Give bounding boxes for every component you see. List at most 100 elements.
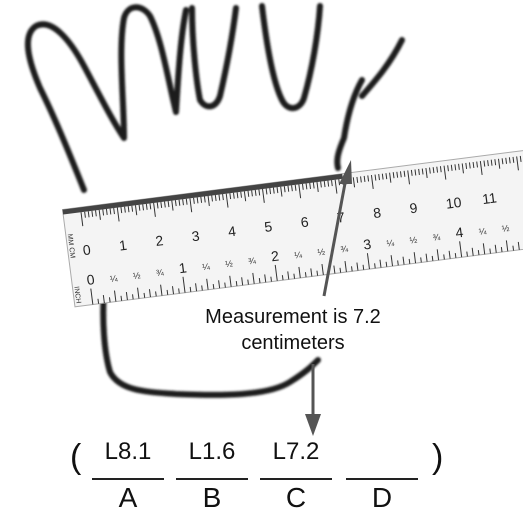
cm-tick <box>164 201 166 208</box>
inch-tick <box>431 255 434 261</box>
cm-tick <box>490 159 493 166</box>
inch-label: 1 <box>178 259 188 276</box>
cm-label: 8 <box>372 204 382 221</box>
inch-label: 2 <box>270 247 280 264</box>
inch-tick <box>304 272 307 278</box>
inch-tick <box>500 247 503 253</box>
cm-tick <box>301 183 304 190</box>
cm-tick <box>98 209 101 220</box>
cm-tick <box>207 195 210 206</box>
inch-tick <box>166 289 169 295</box>
cm-tick <box>236 192 239 199</box>
cm-tick <box>516 156 519 171</box>
inch-tick <box>448 250 451 259</box>
cm-label: 1 <box>118 237 128 254</box>
cm-tick <box>251 190 253 197</box>
inch-tick <box>172 286 175 295</box>
cm-tick <box>327 180 330 187</box>
cm-tick <box>425 167 428 179</box>
inch-label: ½ <box>317 247 326 258</box>
answer-option-c[interactable]: L7.2 C <box>256 438 336 518</box>
cm-label: 0 <box>82 241 92 258</box>
inch-tick <box>366 253 370 270</box>
cm-tick <box>153 202 156 217</box>
cm-tick <box>472 161 475 169</box>
cm-tick <box>280 186 283 197</box>
inch-tick <box>466 251 468 257</box>
inch-tick <box>137 287 140 299</box>
inch-tick <box>344 261 347 273</box>
inch-label: ¾ <box>340 244 349 255</box>
inch-tick <box>454 252 457 259</box>
inch-tick <box>132 294 134 300</box>
inch-tick <box>362 264 365 270</box>
inch-label: 0 <box>86 271 96 288</box>
answer-letter: A <box>118 482 138 513</box>
cm-tick <box>272 187 275 194</box>
cm-label: 3 <box>191 227 201 244</box>
open-paren: ( <box>70 438 82 476</box>
cm-tick <box>189 198 193 213</box>
cm-tick <box>291 185 293 192</box>
inch-tick <box>425 253 428 262</box>
cm-tick <box>447 165 449 172</box>
cm-label: 9 <box>409 200 419 217</box>
answer-value: L8.1 <box>104 438 152 465</box>
cm-tick <box>403 170 406 177</box>
cm-tick <box>454 164 457 171</box>
cm-tick <box>214 194 217 202</box>
inch-tick <box>489 248 491 254</box>
cm-tick <box>80 212 84 227</box>
cm-tick <box>138 204 141 211</box>
inch-tick <box>287 271 290 280</box>
inch-tick <box>436 249 440 261</box>
inch-label: ¾ <box>432 232 441 243</box>
cm-tick <box>436 166 439 173</box>
cm-tick <box>323 181 326 188</box>
inch-tick <box>108 297 111 303</box>
cm-tick <box>334 179 338 194</box>
cm-tick <box>309 182 311 189</box>
cm-tick <box>149 203 152 210</box>
inch-tick <box>120 295 123 301</box>
inch-tick <box>252 272 255 284</box>
cm-tick <box>211 195 213 202</box>
inch-tick <box>477 249 480 256</box>
inch-tick <box>443 254 445 260</box>
cm-tick <box>498 158 501 169</box>
cm-label: 4 <box>227 223 237 240</box>
answer-value: L7.2 <box>272 438 320 465</box>
inch-tick <box>206 278 209 290</box>
callout-line-1: Measurement is 7.2 <box>205 306 381 328</box>
ruler-body <box>61 149 523 308</box>
cm-tick <box>418 168 420 176</box>
inch-tick <box>408 258 411 264</box>
cm-tick <box>479 161 483 176</box>
inch-label: ¼ <box>478 226 487 237</box>
cm-tick <box>407 170 411 185</box>
answer-option-d[interactable]: D <box>342 438 422 518</box>
cm-tick <box>287 185 290 192</box>
answer-option-b[interactable]: L1.6 B <box>172 438 252 518</box>
cm-tick <box>378 174 380 181</box>
cm-tick <box>385 173 388 180</box>
inch-label: 4 <box>455 224 465 241</box>
inch-tick <box>505 240 509 252</box>
answer-option-a[interactable]: L8.1 A <box>88 438 168 518</box>
cm-tick <box>116 207 120 222</box>
inch-tick <box>125 292 128 301</box>
cm-tick <box>374 174 377 181</box>
cm-tick <box>258 189 261 196</box>
ruler-ticks <box>80 155 522 305</box>
cm-tick <box>476 161 478 168</box>
arrow-to-answer <box>305 364 321 436</box>
inch-tick <box>482 243 486 255</box>
cm-tick <box>505 157 508 164</box>
inch-tick <box>97 298 100 304</box>
inch-tick <box>374 263 376 269</box>
answer-value: L1.6 <box>188 438 236 465</box>
inch-tick <box>224 282 226 288</box>
cm-tick <box>174 200 177 207</box>
